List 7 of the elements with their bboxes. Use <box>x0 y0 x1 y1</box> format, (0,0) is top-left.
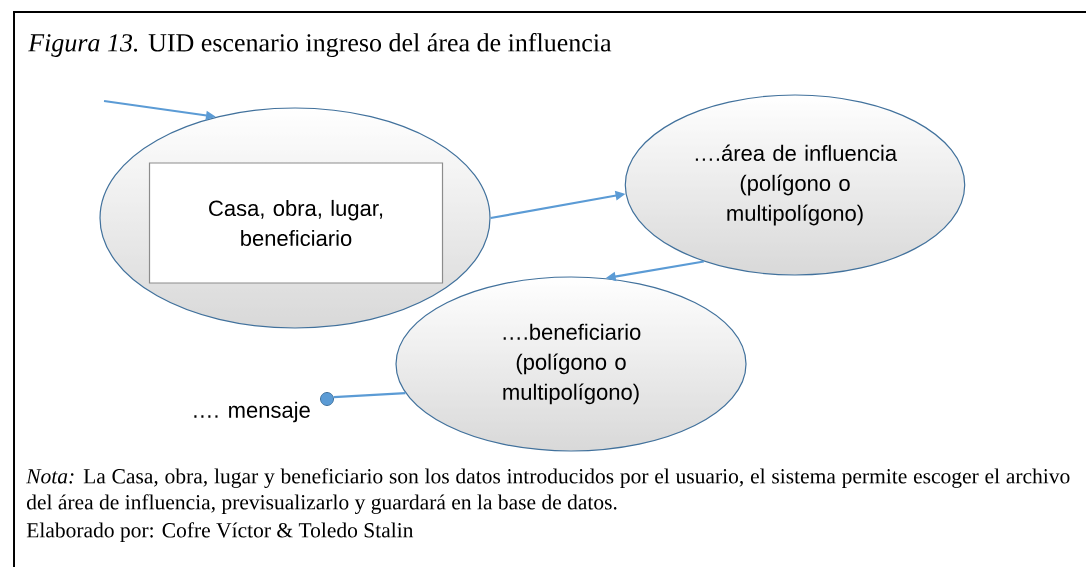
caption-note: Nota: La Casa, obra, lugar y beneficiario son los datos introducidos por el usuario, el sistema permite escoger el archivo del área de influencia, previsualizarlo y guardará en la base de datos. <box>26 468 1070 514</box>
credit-text: Elaborado por: Cofre Víctor & Toledo Stalin <box>26 522 414 542</box>
message-label: …. mensaje <box>194 401 310 423</box>
figure-title: Figura 13. UID escenario ingreso del área de influencia <box>28 33 612 57</box>
ellipse-node: ….área de influencia (polígono o multipolígono) <box>624 94 966 276</box>
ellipse-node: ….beneficiario (polígono o multipolígono) <box>395 276 747 452</box>
process-box: Casa, obra, lugar, beneficiario <box>148 162 444 284</box>
